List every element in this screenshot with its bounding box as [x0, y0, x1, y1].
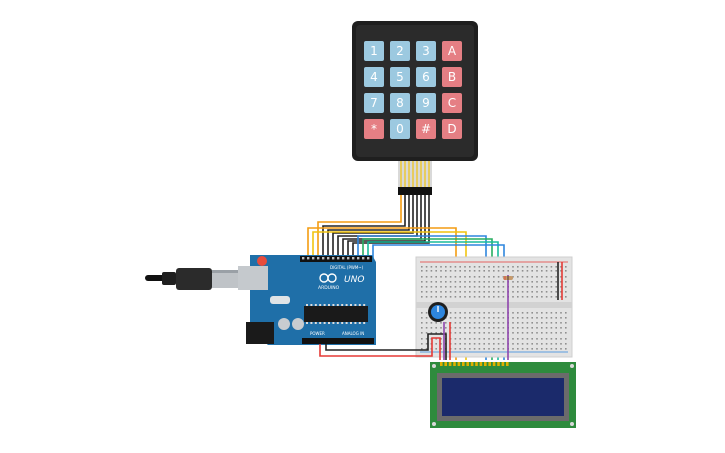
wires-keypad-to-arduino	[317, 195, 430, 258]
keypad-key-5[interactable]: 5	[390, 67, 410, 87]
potentiometer[interactable]	[428, 302, 448, 322]
crystal	[270, 296, 290, 304]
keypad-key-*[interactable]: *	[364, 119, 384, 139]
power-jack	[246, 322, 274, 344]
model-label: UNO	[344, 275, 364, 285]
wires-power	[319, 322, 451, 360]
keypad-key-label: A	[448, 44, 457, 58]
keypad-key-7[interactable]: 7	[364, 93, 384, 113]
keypad-key-6[interactable]: 6	[416, 67, 436, 87]
keypad-key-3[interactable]: 3	[416, 41, 436, 61]
keypad-key-1[interactable]: 1	[364, 41, 384, 61]
analog-label: ANALOG IN	[342, 331, 364, 336]
keypad-key-0[interactable]: 0	[390, 119, 410, 139]
keypad-key-label: 8	[396, 96, 404, 110]
arduino-logo: ARDUINO	[318, 273, 340, 291]
capacitor-2	[292, 318, 304, 330]
keypad-key-label: B	[448, 70, 456, 84]
lcd-screen	[442, 378, 564, 416]
keypad-key-D[interactable]: D	[442, 119, 462, 139]
usb-port	[238, 266, 268, 290]
keypad-key-label: 6	[422, 70, 430, 84]
keypad-key-B[interactable]: B	[442, 67, 462, 87]
breadboard[interactable]	[415, 256, 573, 358]
keypad-key-label: 4	[370, 70, 378, 84]
digital-header	[300, 256, 372, 262]
keypad-key-label: #	[421, 122, 431, 136]
keypad-ribbon	[398, 161, 432, 195]
keypad-key-4[interactable]: 4	[364, 67, 384, 87]
resistor	[503, 276, 513, 280]
brand-label: ARDUINO	[318, 285, 340, 291]
keypad-key-label: 5	[396, 70, 404, 84]
atmega-chip	[304, 306, 368, 322]
keypad-key-9[interactable]: 9	[416, 93, 436, 113]
lcd-16x2[interactable]	[430, 362, 576, 428]
keypad-key-label: 0	[396, 122, 404, 136]
keypad-key-label: 2	[396, 44, 404, 58]
breadboard-jumpers	[507, 262, 563, 360]
usb-cable	[145, 268, 246, 290]
keypad-key-label: D	[447, 122, 456, 136]
keypad-key-label: 1	[370, 44, 378, 58]
keypad-key-label: C	[448, 96, 456, 110]
breadboard-holes	[421, 266, 567, 350]
keypad-key-label: 9	[422, 96, 430, 110]
digital-label: DIGITAL (PWM~)	[330, 265, 364, 270]
keypad-key-A[interactable]: A	[442, 41, 462, 61]
capacitor-1	[278, 318, 290, 330]
arduino-uno-board[interactable]: DIGITAL (PWM~) ARDUINO UNO POWER ANALOG …	[238, 255, 376, 345]
keypad-key-8[interactable]: 8	[390, 93, 410, 113]
keypad-keys: 1 2 3 A 4 5 6 B 7 8 9 C * 0 # D	[364, 41, 462, 139]
keypad-key-label: 3	[422, 44, 430, 58]
keypad-key-#[interactable]: #	[416, 119, 436, 139]
keypad-key-label: 7	[370, 96, 378, 110]
keypad-key-2[interactable]: 2	[390, 41, 410, 61]
power-label: POWER	[310, 331, 325, 336]
keypad[interactable]: 1 2 3 A 4 5 6 B 7 8 9 C * 0 # D	[352, 21, 478, 195]
keypad-key-C[interactable]: C	[442, 93, 462, 113]
reset-button[interactable]	[257, 256, 267, 266]
keypad-key-label: *	[371, 122, 377, 136]
power-analog-header	[302, 338, 374, 344]
